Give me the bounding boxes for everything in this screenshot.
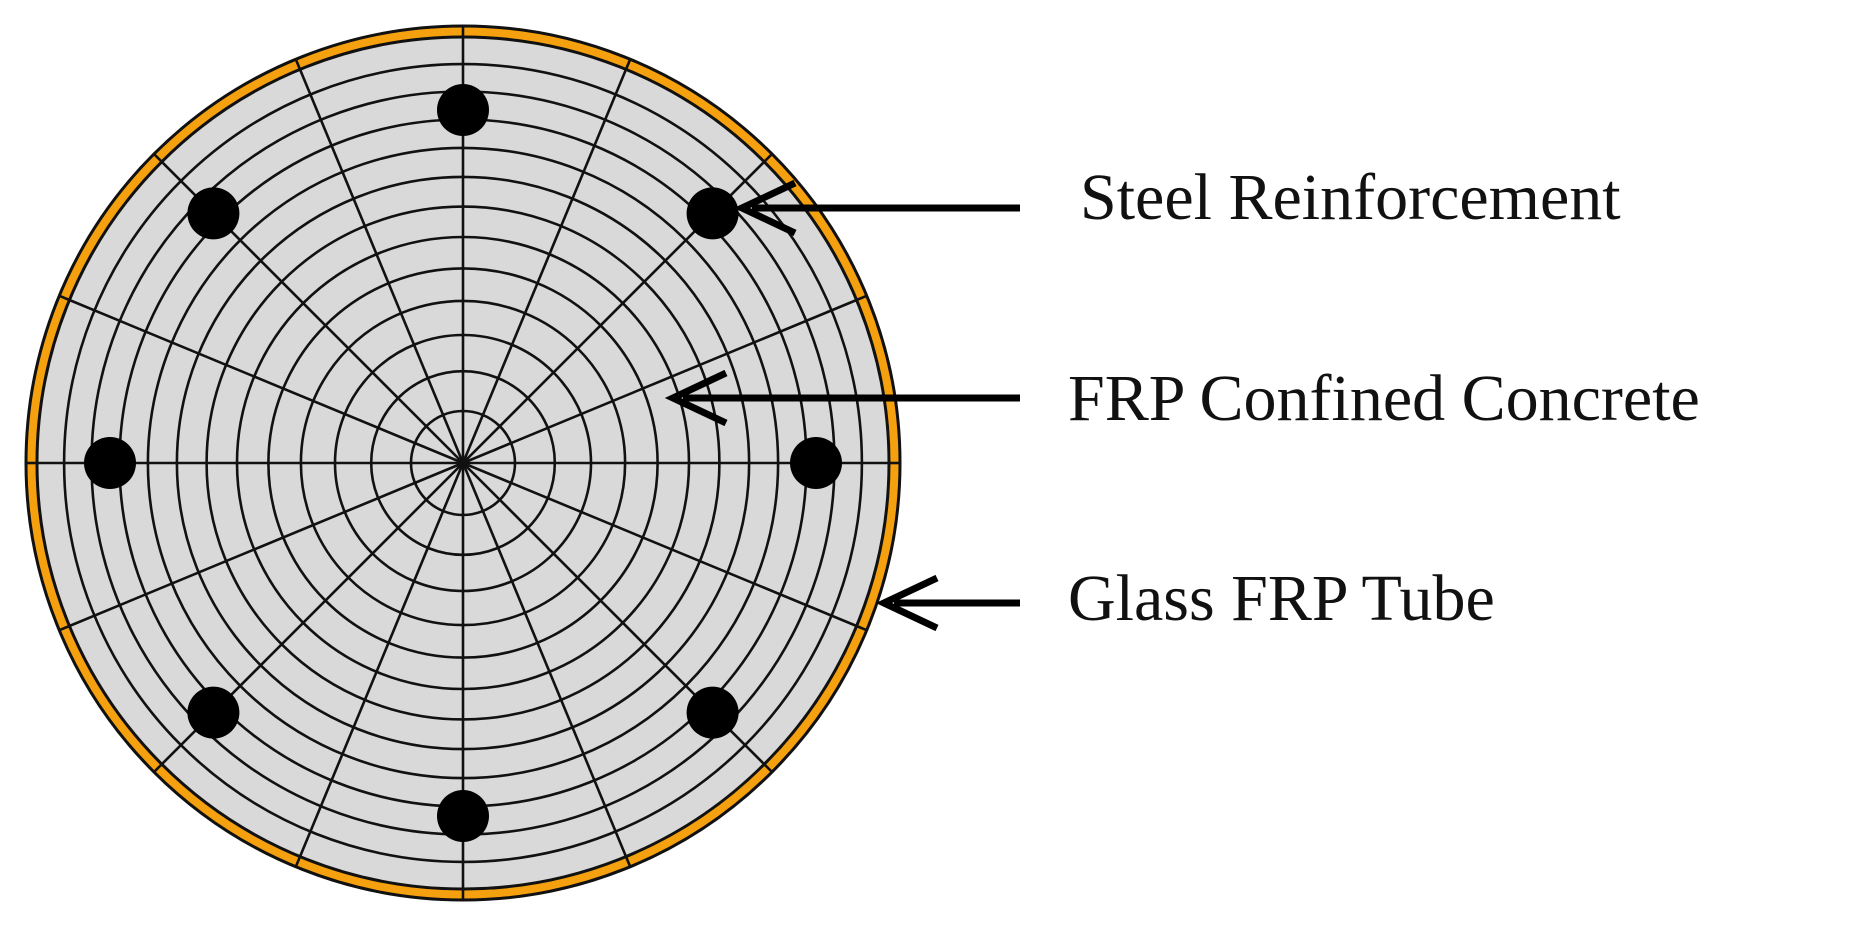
tube-tick: [856, 624, 868, 632]
tube-tick: [624, 856, 632, 868]
tube-tick: [58, 624, 70, 632]
mesh-radial-line: [462, 298, 858, 465]
mesh-radial-line: [462, 461, 858, 628]
tube-tick: [763, 153, 773, 163]
arrowhead-steel-reinforcement: [733, 179, 797, 237]
steel-rebar: [686, 686, 739, 739]
label-frp-confined-concrete: FRP Confined Concrete: [1068, 362, 1700, 435]
arrowhead-glass-frp-tube: [875, 574, 939, 632]
mesh-radial-line: [298, 68, 465, 464]
tube-tick: [153, 153, 163, 163]
tube-tick: [763, 763, 773, 773]
label-steel-reinforcement: Steel Reinforcement: [1080, 161, 1621, 234]
steel-rebar: [187, 187, 240, 240]
tube-tick: [624, 58, 632, 70]
mesh-radial-line: [68, 461, 464, 628]
mesh-radial-line: [461, 68, 628, 464]
tube-segment-ticks: [26, 26, 900, 900]
mesh-radial-line: [461, 462, 628, 858]
steel-rebar: [437, 84, 489, 136]
steel-rebar: [686, 187, 739, 240]
arrowhead-frp-confined-concrete: [664, 369, 728, 427]
tube-tick: [153, 763, 163, 773]
steel-rebar: [437, 790, 489, 842]
mesh-radial-line: [298, 462, 465, 858]
steel-rebar: [84, 437, 136, 489]
tube-tick: [294, 856, 302, 868]
mesh-radial-line: [68, 298, 464, 465]
tube-tick: [856, 294, 868, 302]
tube-tick: [58, 294, 70, 302]
tube-tick: [294, 58, 302, 70]
fiber-mesh: [37, 37, 889, 889]
steel-rebar: [790, 437, 842, 489]
label-glass-frp-tube: Glass FRP Tube: [1068, 562, 1495, 635]
steel-rebar: [187, 686, 240, 739]
steel-rebars: [84, 84, 842, 842]
